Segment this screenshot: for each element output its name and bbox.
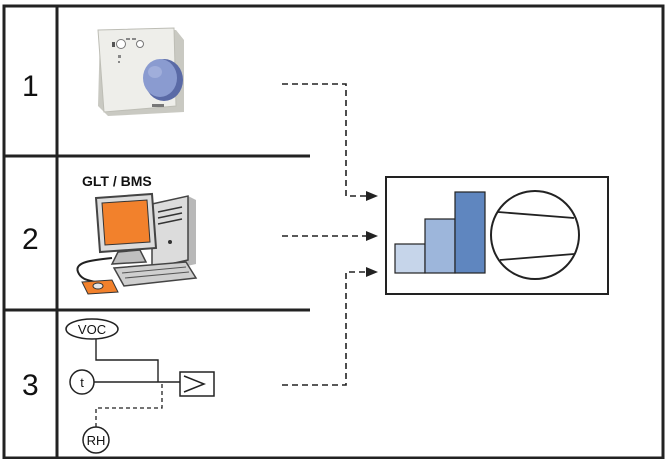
desktop-computer-icon xyxy=(76,192,198,295)
voc-sensor-label: VOC xyxy=(78,322,106,337)
fan-icon xyxy=(490,190,580,280)
row-number-3: 3 xyxy=(22,369,39,402)
thermostat-room-unit-icon xyxy=(97,27,184,116)
temperature-sensor-label: t xyxy=(80,375,84,390)
row-number-1: 1 xyxy=(22,70,39,103)
arrowhead-row-1 xyxy=(366,191,378,201)
connector-row-3 xyxy=(282,271,366,386)
arrowhead-row-2 xyxy=(366,231,378,241)
amplifier-icon xyxy=(179,371,215,397)
bar-level-and-fan-controller-icon xyxy=(385,176,609,295)
sensor-wiring xyxy=(94,339,180,427)
signal-connectors xyxy=(282,83,378,386)
level-bar-high xyxy=(454,191,486,274)
level-bar-mid xyxy=(424,218,456,274)
humidity-sensor: RH xyxy=(82,426,110,454)
level-bar-low xyxy=(394,243,426,274)
arrowhead-row-3 xyxy=(366,267,378,277)
voc-sensor: VOC xyxy=(65,318,119,340)
diagram-frame xyxy=(2,4,665,459)
humidity-sensor-label: RH xyxy=(87,433,106,448)
row-number-2: 2 xyxy=(22,223,39,256)
temperature-sensor: t xyxy=(69,369,95,395)
connector-row-1 xyxy=(282,83,366,197)
row-2-label: GLT / BMS xyxy=(82,173,152,189)
